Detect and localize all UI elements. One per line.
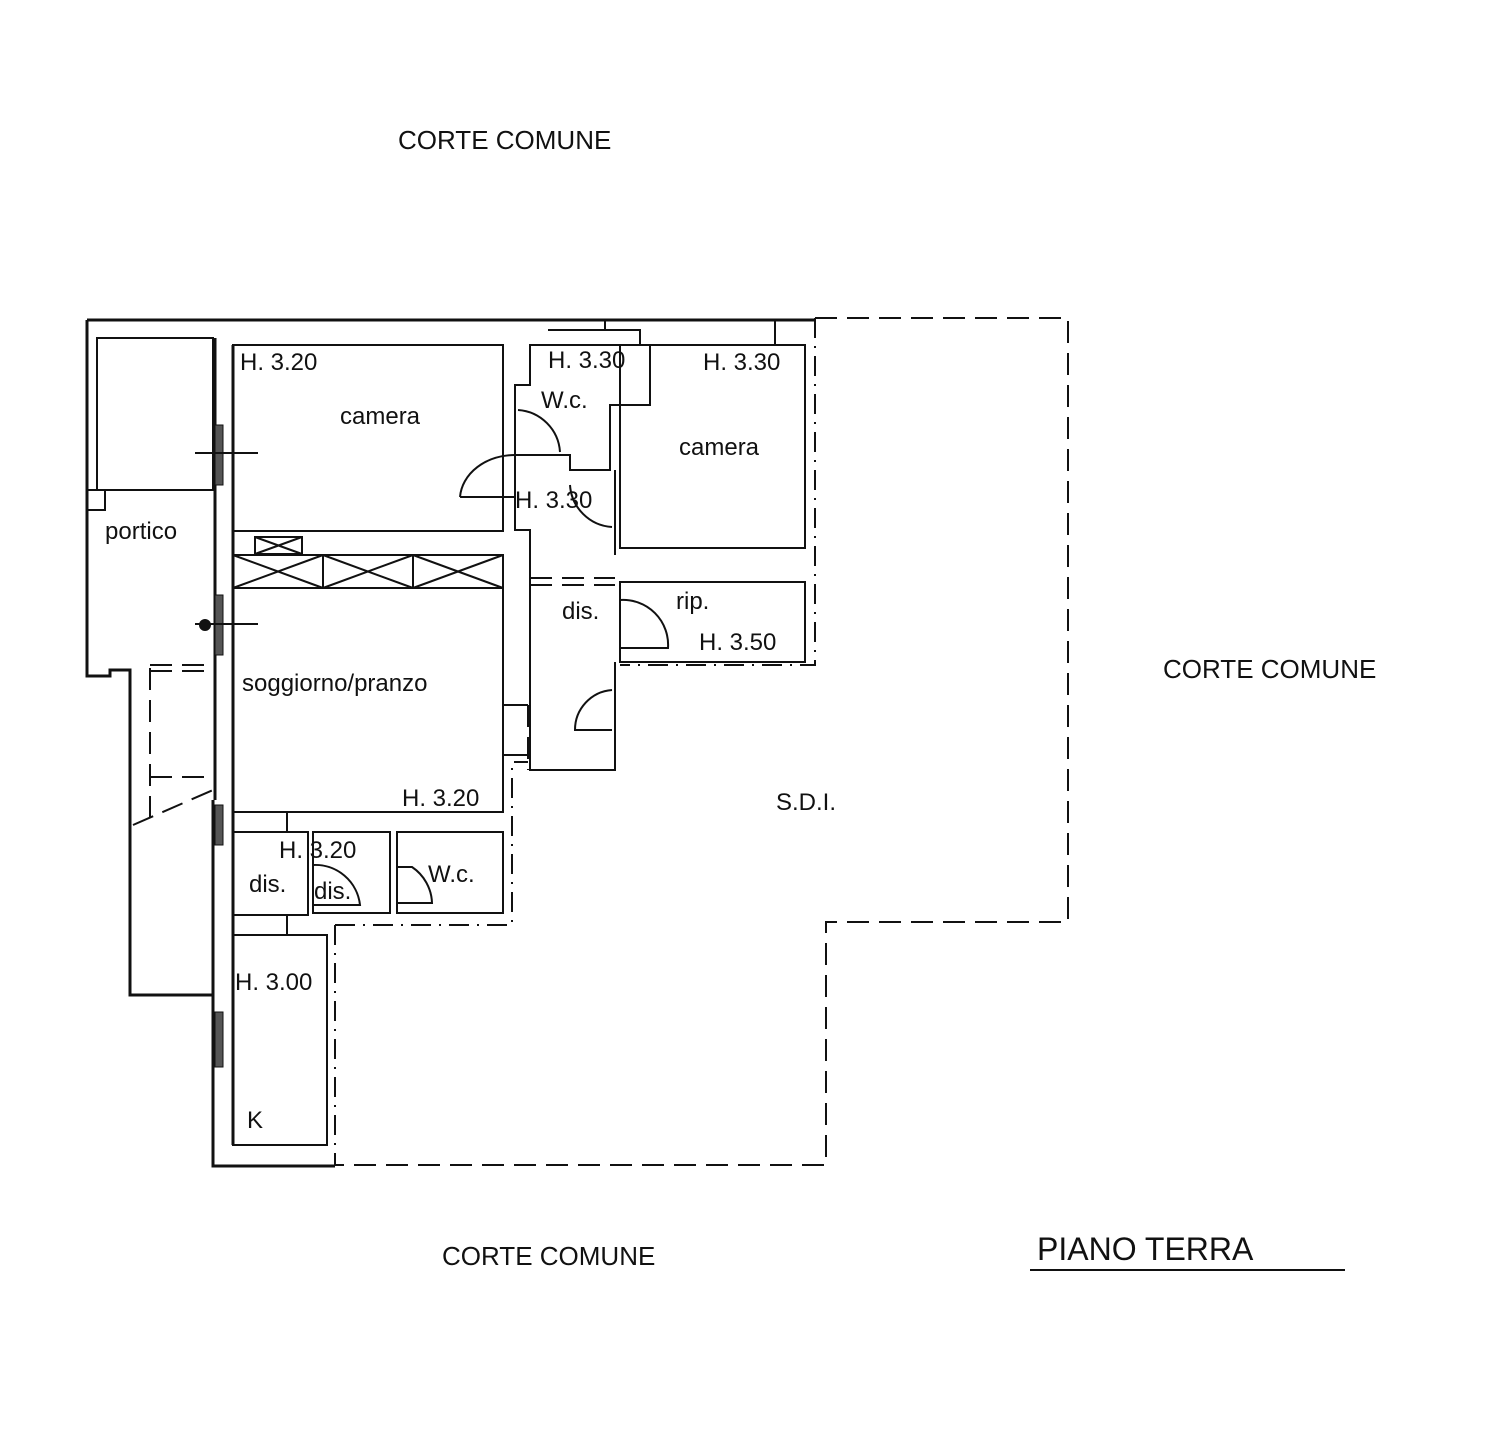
sdi-boundary bbox=[335, 317, 1069, 1166]
room-dis-bottom-1 bbox=[232, 831, 309, 916]
label-corte-comune-right: CORTE COMUNE bbox=[1163, 654, 1376, 684]
dis-top-name: dis. bbox=[562, 598, 599, 625]
room-camera-1 bbox=[232, 344, 504, 532]
dis-bottom-height: H. 3.20 bbox=[279, 837, 356, 864]
label-corte-comune-bottom: CORTE COMUNE bbox=[442, 1241, 655, 1271]
room-kitchen bbox=[232, 934, 328, 1146]
room-wc-top bbox=[514, 344, 651, 471]
rip-height: H. 3.50 bbox=[699, 629, 776, 656]
dis-bottom-2-name: dis. bbox=[314, 878, 351, 905]
camera1-height: H. 3.20 bbox=[240, 349, 317, 376]
walls bbox=[85, 318, 815, 1168]
camera1-name: camera bbox=[340, 403, 421, 430]
wc-top-height: H. 3.30 bbox=[548, 347, 625, 374]
room-wc-bottom bbox=[396, 831, 504, 914]
kitchen-height: H. 3.00 bbox=[235, 969, 312, 996]
soggiorno-name: soggiorno/pranzo bbox=[242, 670, 427, 697]
corridor-height: H. 3.30 bbox=[515, 487, 592, 514]
soggiorno-height: H. 3.20 bbox=[402, 785, 479, 812]
room-camera-2 bbox=[619, 344, 806, 549]
wc-top-name: W.c. bbox=[541, 387, 588, 414]
rip-name: rip. bbox=[676, 588, 709, 615]
room-dis-bottom-2 bbox=[312, 831, 391, 914]
wc-bottom-name: W.c. bbox=[428, 861, 475, 888]
label-corte-comune-top: CORTE COMUNE bbox=[398, 125, 611, 155]
drawing-title: PIANO TERRA bbox=[1037, 1231, 1254, 1267]
camera2-height: H. 3.30 bbox=[703, 349, 780, 376]
dis-bottom-1-name: dis. bbox=[249, 871, 286, 898]
room-soggiorno bbox=[232, 587, 504, 813]
room-rip bbox=[619, 581, 806, 663]
label-sdi: S.D.I. bbox=[776, 789, 836, 816]
portico-name: portico bbox=[105, 518, 177, 545]
camera2-name: camera bbox=[679, 434, 760, 461]
kitchen-name: K bbox=[247, 1107, 263, 1134]
